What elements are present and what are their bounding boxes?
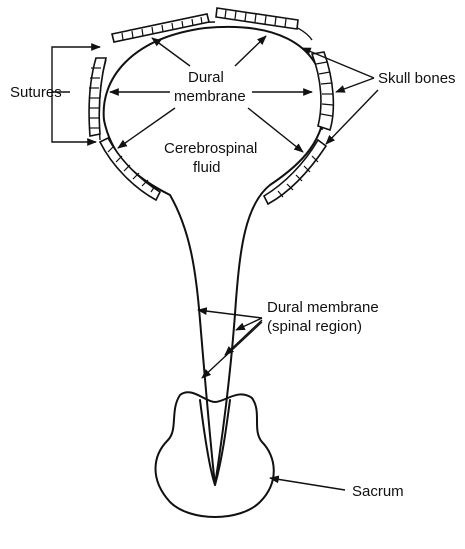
dural-spinal-arrows <box>197 307 263 379</box>
sacrum-arrow <box>269 475 346 491</box>
label-dural-spinal-line1: Dural membrane <box>267 299 379 316</box>
label-dural-spinal-line2: (spinal region) <box>267 318 362 335</box>
sutures-bracket-bottom <box>51 92 97 146</box>
skull-bones-arrows <box>301 47 379 145</box>
skull-bone-bottom-left <box>98 136 162 202</box>
bone-hatching <box>89 9 334 198</box>
skull-bone-top-right <box>215 7 299 30</box>
skull-bone-top-left <box>111 13 210 43</box>
sutures-bracket-top <box>51 43 101 93</box>
label-csf-line1: Cerebrospinal <box>164 140 257 157</box>
spinal-canal-tip <box>199 399 231 486</box>
sacrum-outline <box>154 391 275 518</box>
label-skull-bones: Skull bones <box>378 70 456 87</box>
label-dural-line1: Dural <box>188 69 224 86</box>
dural-arrows <box>109 35 313 153</box>
dural-membrane-outline <box>102 25 327 486</box>
label-sutures: Sutures <box>10 84 62 101</box>
label-dural-line2: membrane <box>174 88 246 105</box>
label-sacrum: Sacrum <box>352 483 404 500</box>
skull-bone-bottom-right <box>262 138 328 206</box>
skull-bone-right <box>310 51 335 132</box>
label-csf-line2: fluid <box>193 159 221 176</box>
skull-bone-left <box>88 57 108 137</box>
